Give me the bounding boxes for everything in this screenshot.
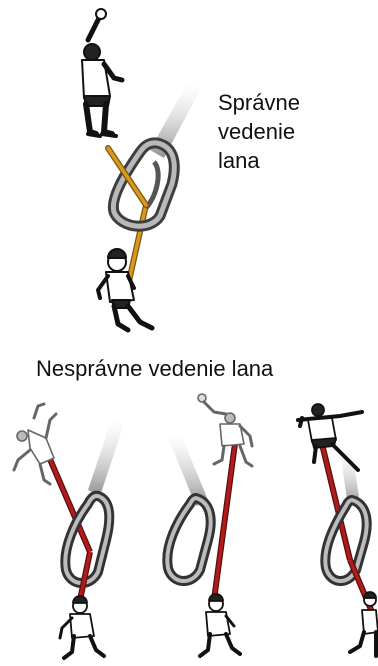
incorrect-routing-caption: Nesprávne vedenie lana [36,356,273,382]
caption-line: lana [218,146,300,175]
caption-line: Správne [218,88,300,117]
carabiner [167,498,210,581]
lead-climber-figure [82,9,122,136]
belayer-figure [98,249,152,330]
correct-routing-caption: Správne vedenie lana [218,88,300,175]
lead-climber-figure [198,394,252,466]
belayer-figure [60,596,104,658]
lead-climber-figure [14,404,56,484]
belayer-figure [350,592,378,656]
incorrect-panel-1 [14,404,124,658]
caption-line: vedenie [218,117,300,146]
incorrect-panel-2 [167,394,252,656]
incorrect-panel-3 [298,404,378,656]
correct-rope-scene [0,0,200,330]
quickdraw-sling [168,432,208,506]
belayer-figure [200,594,240,656]
quickdraw-sling [88,418,124,496]
